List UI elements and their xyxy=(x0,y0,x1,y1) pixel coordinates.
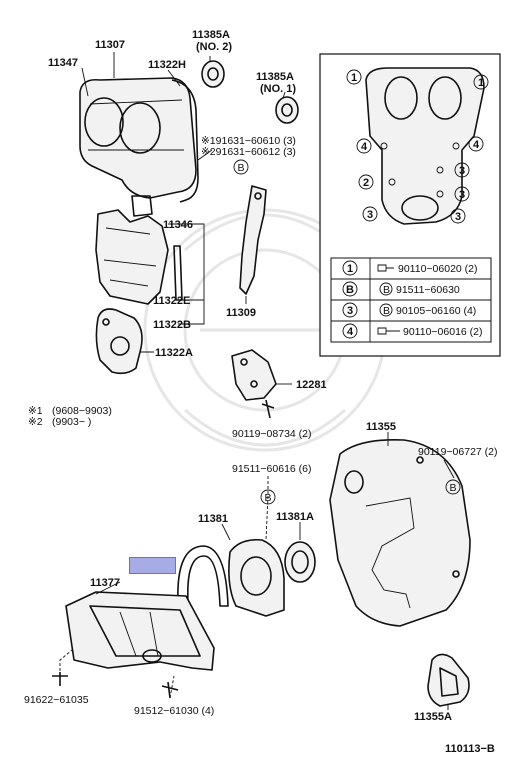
circle-b-marker-91511: B xyxy=(260,489,276,505)
legend-table: 1 90110−06020 (2) B B 91511−60630 3 B 90… xyxy=(330,257,492,343)
bolt-icon xyxy=(377,264,394,272)
oil-seal-no2 xyxy=(201,60,225,88)
inset-marker-3-c: 3 xyxy=(362,206,378,222)
legend-row-2: B B 91511−60630 xyxy=(342,281,460,297)
label-11322a: 11322A xyxy=(155,347,193,359)
label-11355: 11355 xyxy=(366,421,396,433)
label-91511-60616: 91511−60616 (6) xyxy=(232,463,312,475)
note-1-text: (9608−9903) xyxy=(52,405,112,417)
label-11307: 11307 xyxy=(95,39,125,51)
leader-lines xyxy=(59,52,455,710)
oil-seal-11381a xyxy=(284,541,316,583)
note-1-mark: ※1 xyxy=(28,405,43,417)
gasket-11322h xyxy=(171,79,199,203)
inset-marker-3-b: 3 xyxy=(454,186,470,202)
svg-text:4: 4 xyxy=(473,139,480,151)
stiffening-plate-11377 xyxy=(65,591,215,671)
label-11347: 11347 xyxy=(48,57,78,69)
label-11377: 11377 xyxy=(90,577,120,589)
inset-marker-2: 2 xyxy=(358,174,374,190)
inset-marker-1-left: 1 xyxy=(346,69,362,85)
svg-text:B: B xyxy=(346,284,354,296)
seal-retainer-11381 xyxy=(228,538,285,617)
b-circle-icon xyxy=(379,282,393,296)
label-90119-06727: 90119−06727 (2) xyxy=(418,446,498,458)
highlight-box[interactable] xyxy=(129,557,176,574)
b-circle-icon xyxy=(379,303,393,317)
svg-text:3: 3 xyxy=(459,165,465,177)
timing-cover-lower xyxy=(95,195,169,305)
svg-text:4: 4 xyxy=(361,141,368,153)
legend-row-1: 1 90110−06020 (2) xyxy=(342,260,478,276)
circle-b-marker-11355: B xyxy=(445,479,461,495)
legend-row-3: 3 B 90105−06160 (4) xyxy=(342,302,476,318)
label-90119-08734: 90119−08734 (2) xyxy=(232,428,312,440)
inset-panel: 1 1 4 4 2 3 3 3 3 1 90110−06020 (2) B B … xyxy=(319,53,501,357)
inset-marker-1-right: 1 xyxy=(473,74,489,90)
label-11385a-no2: 11385A xyxy=(192,29,230,41)
bracket-12281 xyxy=(231,349,277,401)
svg-text:1: 1 xyxy=(347,263,353,275)
label-11322e: 11322E xyxy=(153,295,190,307)
label-91512-61030: 91512−61030 (4) xyxy=(134,705,214,717)
svg-text:3: 3 xyxy=(347,305,353,317)
label-no1: (NO. 1) xyxy=(260,83,296,95)
svg-text:90110−06016 (2): 90110−06016 (2) xyxy=(403,326,483,338)
timing-guide-11309 xyxy=(239,185,267,295)
inset-marker-3-d: 3 xyxy=(450,208,466,224)
bolt-91512-61030 xyxy=(161,681,179,699)
label-11322b: 11322B xyxy=(153,319,191,331)
svg-text:2: 2 xyxy=(363,177,369,189)
cover-plate-11355a xyxy=(427,653,470,707)
timing-cover-upper xyxy=(79,77,197,199)
gasket-arc xyxy=(177,545,229,607)
label-ref-91631-60612: ※291631−60612 (3) xyxy=(201,146,296,158)
svg-text:B: B xyxy=(383,284,390,296)
label-11381a: 11381A xyxy=(276,511,314,523)
gasket-11322e xyxy=(173,245,183,301)
svg-text:90110−06020 (2): 90110−06020 (2) xyxy=(398,263,478,275)
svg-text:B: B xyxy=(449,482,456,494)
label-12281: 12281 xyxy=(296,379,327,391)
circle-b-marker-11309: B xyxy=(233,159,249,175)
label-91622-61035: 91622−61035 xyxy=(24,694,89,706)
label-11346: 11346 xyxy=(163,219,193,231)
diagram-code: 110113−B xyxy=(445,743,495,755)
svg-text:3: 3 xyxy=(367,209,373,221)
inset-marker-4-left: 4 xyxy=(356,138,372,154)
label-11355a: 11355A xyxy=(414,711,452,723)
svg-text:91511−60630: 91511−60630 xyxy=(396,284,460,296)
timing-bracket-11322a xyxy=(95,308,143,375)
label-11322h: 11322H xyxy=(148,59,186,71)
svg-text:1: 1 xyxy=(351,72,357,84)
svg-text:3: 3 xyxy=(455,211,461,223)
label-ref-91631-60610: ※191631−60610 (3) xyxy=(201,135,296,147)
note-2-mark: ※2 xyxy=(28,416,43,428)
svg-text:B: B xyxy=(264,492,271,504)
oil-seal-no1 xyxy=(275,96,299,124)
legend-row-4: 4 90110−06016 (2) xyxy=(342,323,483,339)
svg-text:B: B xyxy=(237,162,244,174)
bolt-90119-08734 xyxy=(261,399,275,419)
inset-marker-4-right: 4 xyxy=(468,136,484,152)
inset-marker-3-a: 3 xyxy=(454,162,470,178)
svg-text:4: 4 xyxy=(347,326,354,338)
svg-text:B: B xyxy=(383,305,390,317)
flywheel-housing-11355 xyxy=(329,438,471,627)
label-11381: 11381 xyxy=(198,513,228,525)
svg-text:90105−06160 (4): 90105−06160 (4) xyxy=(396,305,476,317)
label-no2: (NO. 2) xyxy=(196,41,232,53)
label-11309: 11309 xyxy=(226,307,256,319)
bolt-icon xyxy=(377,327,400,335)
svg-text:1: 1 xyxy=(478,77,484,89)
label-11385a-no1: 11385A xyxy=(256,71,294,83)
svg-text:3: 3 xyxy=(459,189,465,201)
note-2-text: (9903− ) xyxy=(52,416,91,428)
